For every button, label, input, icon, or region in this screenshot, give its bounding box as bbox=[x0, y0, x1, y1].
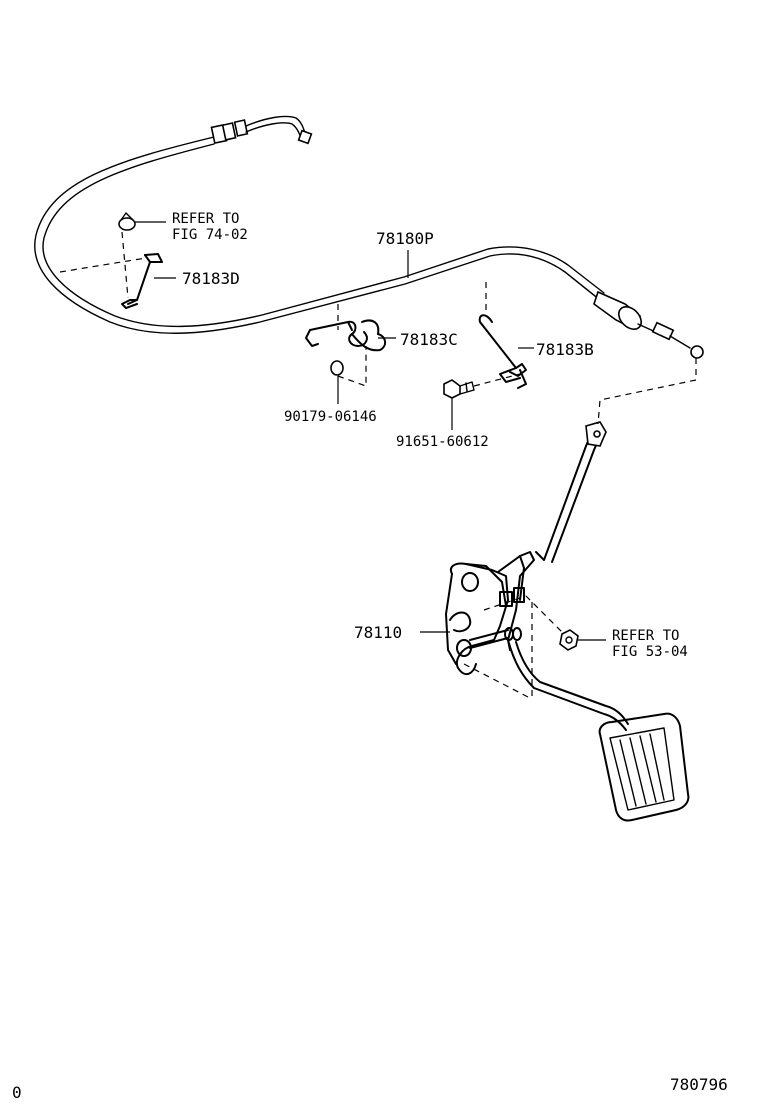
leader-lines bbox=[134, 221, 606, 641]
nut-fig-53-04 bbox=[559, 629, 579, 651]
refer-to-label-a: REFER TO bbox=[172, 211, 239, 227]
fig-74-02-label: FIG 74-02 bbox=[172, 227, 248, 243]
bolt-91651 bbox=[443, 379, 475, 399]
clamp-78183b bbox=[478, 314, 527, 389]
fig-53-04-label: FIG 53-04 bbox=[612, 644, 688, 660]
label-78183b: 78183B bbox=[536, 340, 594, 359]
label-90179-06146: 90179-06146 bbox=[284, 409, 377, 425]
part-labels: REFER TO FIG 74-02 78180P 78183D 78183C … bbox=[12, 211, 728, 1102]
refer-to-label-b: REFER TO bbox=[612, 628, 679, 644]
label-78183c: 78183C bbox=[400, 330, 458, 349]
label-91651-60612: 91651-60612 bbox=[396, 434, 489, 450]
corner-marker: 0 bbox=[12, 1083, 22, 1102]
label-78183d: 78183D bbox=[182, 269, 240, 288]
pedal-assembly-78110 bbox=[445, 421, 690, 822]
accelerator-cable bbox=[34, 115, 704, 359]
label-78180p: 78180P bbox=[376, 229, 434, 248]
assembly-dashed-lines bbox=[59, 231, 697, 700]
diagram-id: 780796 bbox=[670, 1075, 728, 1094]
bracket-78183d bbox=[118, 212, 163, 309]
label-78110: 78110 bbox=[354, 623, 402, 642]
clamp-78183c bbox=[305, 319, 386, 376]
